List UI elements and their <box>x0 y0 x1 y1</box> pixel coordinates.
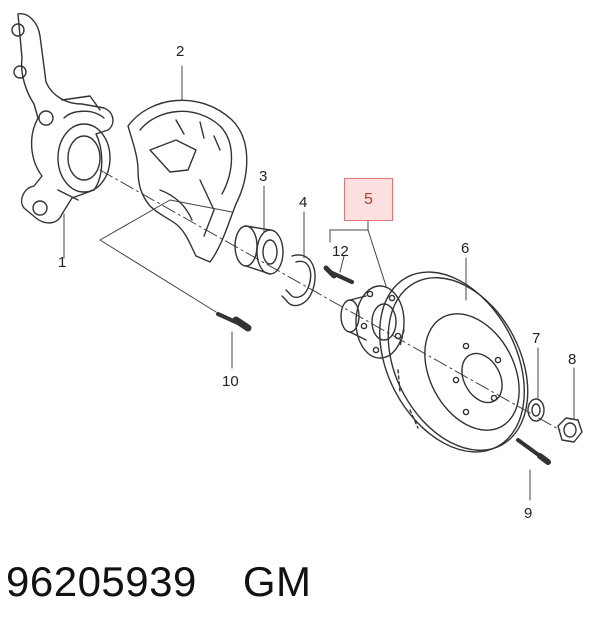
callout-12: 12 <box>332 243 349 260</box>
callout-6: 6 <box>461 240 470 257</box>
callout-4: 4 <box>299 194 308 211</box>
callout-1: 1 <box>58 254 67 271</box>
part-number-caption: 96205939 GM <box>6 558 312 606</box>
shield-bolt <box>216 312 252 332</box>
dust-shield <box>127 99 248 263</box>
washer <box>527 398 545 422</box>
highlighted-part-box: 5 <box>344 178 393 221</box>
callout-2: 2 <box>176 43 185 60</box>
hub-nut <box>557 417 583 443</box>
steering-knuckle <box>11 13 114 224</box>
highlighted-part-number: 5 <box>364 190 373 208</box>
callout-10: 10 <box>222 373 239 390</box>
wheel-hub <box>340 285 405 359</box>
wheel-bearing <box>234 225 284 275</box>
brake-disc <box>379 271 529 453</box>
leader-lines <box>63 65 575 501</box>
brand-name: GM <box>242 558 312 605</box>
center-axis <box>99 169 561 431</box>
callout-9: 9 <box>524 505 533 522</box>
disc-screw <box>516 438 551 465</box>
wheel-stud <box>323 265 354 284</box>
callout-3: 3 <box>259 168 268 185</box>
part-number: 96205939 <box>6 558 197 605</box>
callout-8: 8 <box>568 351 577 368</box>
callout-7: 7 <box>532 330 541 347</box>
snap-ring <box>281 254 316 307</box>
